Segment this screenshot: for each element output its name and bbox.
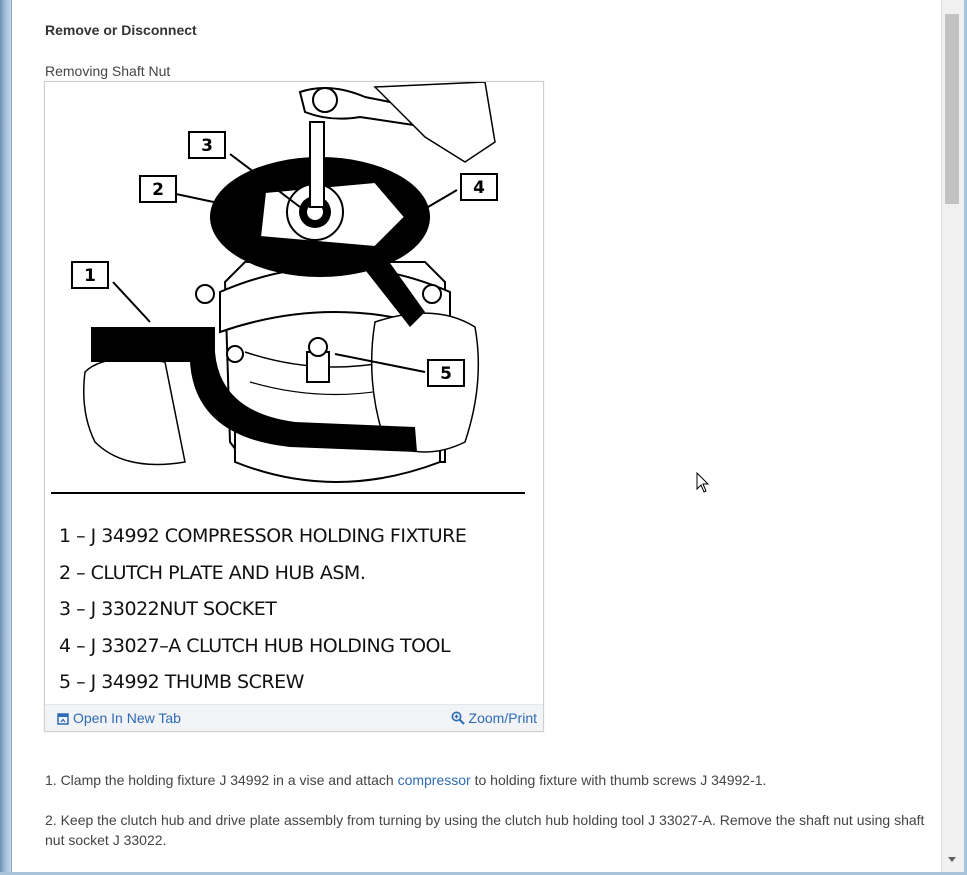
figure-legend: 1 – J 34992 COMPRESSOR HOLDING FIXTURE 2…: [59, 518, 467, 701]
callout-3: 3: [201, 136, 213, 156]
vertical-scrollbar[interactable]: [941, 0, 964, 872]
window-right-edge: [963, 0, 967, 875]
callout-2: 2: [152, 180, 164, 200]
figure-caption: Removing Shaft Nut: [45, 63, 171, 79]
legend-item: 3 – J 33022NUT SOCKET: [59, 598, 277, 620]
window-left-edge: [0, 0, 12, 875]
open-in-new-tab-icon: [57, 713, 69, 725]
shaft-nut-illustration: 1 2 3 4 5: [51, 82, 525, 494]
legend-item: 2 – CLUTCH PLATE AND HUB ASM.: [59, 561, 366, 584]
scroll-down-arrow-icon[interactable]: [948, 857, 956, 862]
window-bottom-edge: [0, 872, 967, 875]
callout-1: 1: [84, 266, 96, 286]
section-heading: Remove or Disconnect: [45, 22, 197, 38]
step-1-text-end: to holding fixture with thumb screws J 3…: [470, 772, 767, 788]
zoom-icon: [451, 711, 465, 725]
compressor-link[interactable]: compressor: [397, 772, 471, 788]
open-in-new-tab-label: Open In New Tab: [73, 710, 181, 726]
step-1-text-start: 1. Clamp the holding fixture J 34992 in …: [45, 772, 398, 788]
callout-4: 4: [473, 178, 485, 198]
mouse-cursor-icon: [696, 472, 710, 493]
zoom-print-label: Zoom/Print: [468, 710, 537, 726]
figure-footer: Open In New Tab Zoom/Print: [45, 704, 543, 731]
zoom-print-link[interactable]: Zoom/Print: [451, 710, 537, 726]
legend-item: 4 – J 33027–A CLUTCH HUB HOLDING TOOL: [59, 634, 451, 657]
step-1: 1. Clamp the holding fixture J 34992 in …: [45, 770, 925, 790]
callout-5: 5: [440, 364, 452, 384]
open-in-new-tab-link[interactable]: Open In New Tab: [57, 710, 181, 726]
figure-panel: 1 2 3 4 5 1 – J 34992 COMPRESSOR HOLDING…: [44, 81, 544, 732]
scrollbar-thumb[interactable]: [945, 14, 959, 204]
step-2: 2. Keep the clutch hub and drive plate a…: [45, 812, 925, 848]
legend-item: 5 – J 34992 THUMB SCREW: [59, 671, 304, 693]
legend-item: 1 – J 34992 COMPRESSOR HOLDING FIXTURE: [59, 525, 467, 547]
